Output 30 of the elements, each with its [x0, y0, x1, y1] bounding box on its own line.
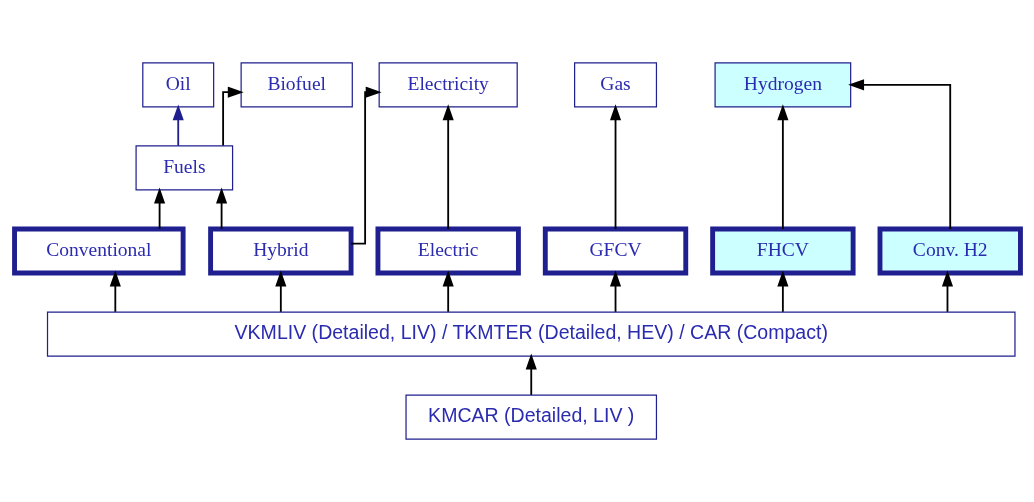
arrow [776, 104, 788, 230]
node-box: Biofuel [240, 62, 353, 108]
node-box: KMCAR (Detailed, LIV ) [404, 394, 657, 440]
arrow [776, 270, 788, 313]
arrow [109, 270, 121, 313]
arrow [847, 79, 951, 230]
node-box: Conventional [11, 226, 186, 276]
arrow [525, 353, 537, 396]
node-box: Conv. H2 [877, 226, 1023, 276]
node-box: Electric [375, 226, 521, 276]
node-box: Gas [573, 62, 657, 108]
arrow [215, 187, 227, 230]
arrow [172, 104, 184, 147]
node-box: Oil [141, 62, 214, 108]
arrow [442, 270, 454, 313]
node-box: Hybrid [207, 226, 353, 276]
arrow [349, 86, 382, 245]
node-box: Electricity [378, 62, 518, 108]
arrow [153, 187, 165, 230]
arrow [442, 104, 454, 230]
arrow [941, 270, 953, 313]
node-box: GFCV [542, 226, 688, 276]
arrow [274, 270, 286, 313]
arrow [609, 270, 621, 313]
arrow [609, 104, 621, 230]
node-box: FHCV [709, 226, 856, 276]
node-box: Fuels [134, 145, 233, 191]
node-box: VKMLIV (Detailed, LIV) / TKMTER (Detailed, HEV) / CAR (Compact) [46, 311, 1016, 357]
node-box: Hydrogen [713, 62, 851, 108]
arrow [221, 86, 244, 147]
